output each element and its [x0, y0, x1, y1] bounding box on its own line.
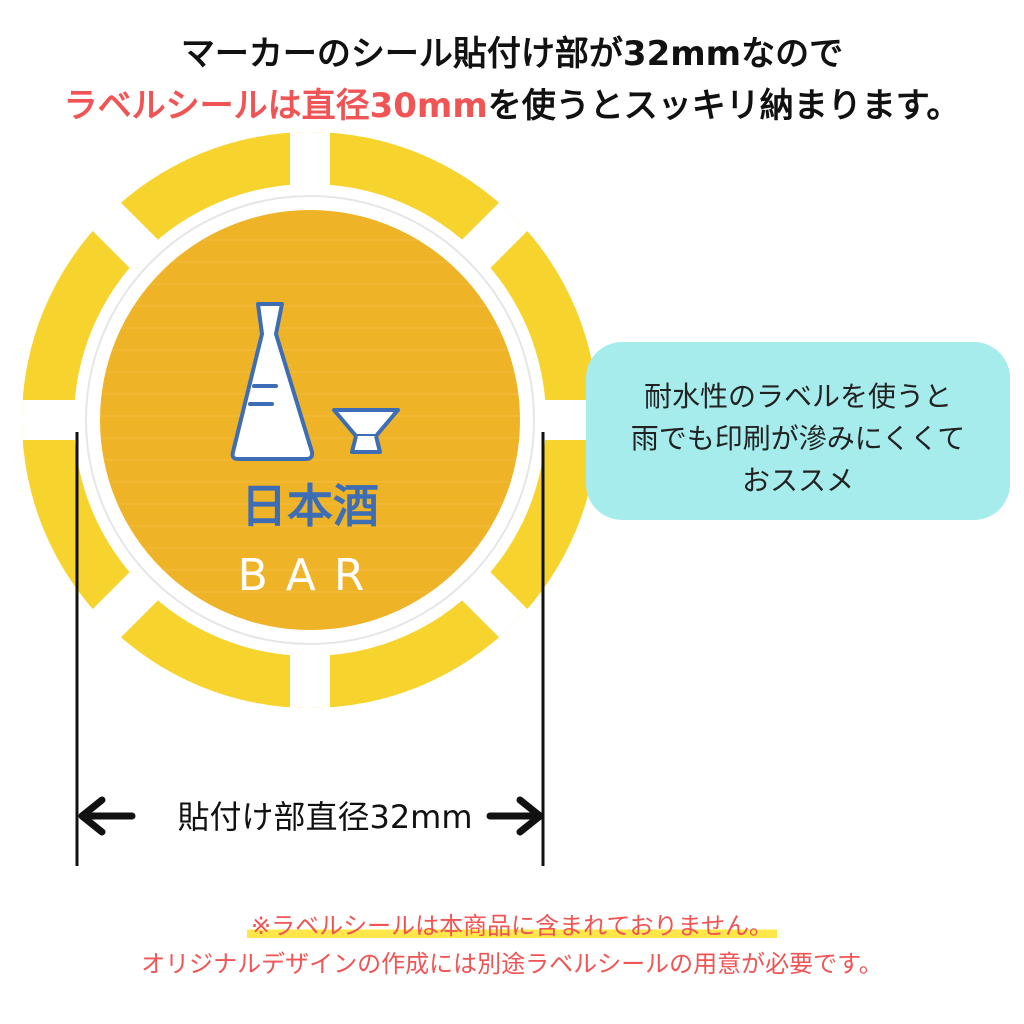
label-subtitle: BAR: [238, 550, 383, 601]
sake-bottle-icon: [230, 302, 315, 461]
headline-line-1: マーカーのシール貼付け部が32mmなので: [180, 34, 844, 74]
disclaimer-line-2: オリジナルデザインの作成には別途ラベルシールの用意が必要です。: [141, 950, 883, 978]
info-bubble-line-1: 耐水性のラベルを使うと: [643, 380, 952, 413]
label-title: 日本酒: [241, 479, 379, 533]
disclaimer-highlight: ※ラベルシールは本商品に含まれておりません。: [247, 912, 777, 940]
disclaimer-line-1: ※ラベルシールは本商品に含まれておりません。: [0, 906, 1024, 941]
info-bubble-line-3: おススメ: [741, 464, 854, 497]
label-sticker: 日本酒 BAR: [100, 210, 520, 630]
arrow-right-icon: [486, 796, 544, 836]
headline-line-2: ラベルシールは直径30mmを使うとスッキリ納まります。: [0, 78, 1024, 127]
info-bubble: 耐水性のラベルを使うと 雨でも印刷が滲みにくくて おススメ: [586, 342, 1010, 520]
arrow-left-icon: [78, 796, 136, 836]
headline-highlight: ラベルシールは直径30mm: [63, 86, 488, 126]
dimension-indicator: [75, 432, 545, 866]
dimension-label: 貼付け部直径32mm: [177, 798, 473, 836]
info-bubble-line-2: 雨でも印刷が滲みにくくて: [630, 422, 966, 455]
headline-rest: を使うとスッキリ納まります。: [487, 86, 961, 126]
sake-cup-icon: [332, 408, 400, 454]
